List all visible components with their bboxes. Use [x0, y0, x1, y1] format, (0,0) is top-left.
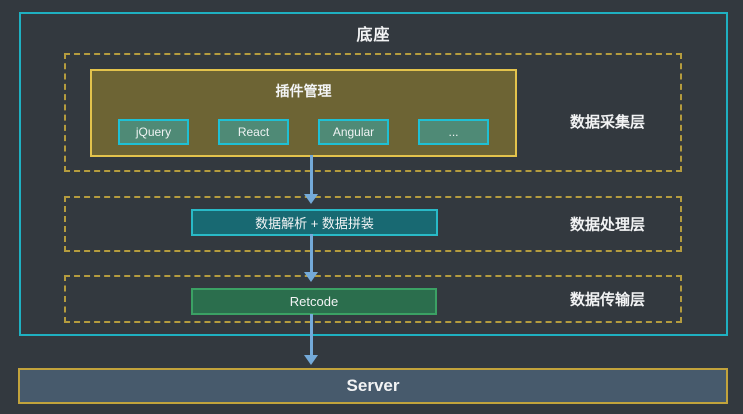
base-title: 底座	[356, 27, 391, 44]
processing-node: 数据解析 + 数据拼装	[191, 209, 438, 236]
arrow-shaft	[309, 155, 313, 194]
plugin-row: jQuery React Angular ...	[92, 119, 515, 145]
plugin-button-more: ...	[418, 119, 489, 145]
arrow-shaft	[309, 314, 313, 355]
arrow-collection-to-processing	[304, 155, 318, 204]
plugin-manager-title: 插件管理	[275, 83, 332, 99]
arrow-head-icon	[304, 272, 318, 282]
transport-node: Retcode	[191, 288, 437, 315]
layer-label-collection: 数据采集层	[569, 114, 645, 131]
plugin-button-jquery: jQuery	[118, 119, 189, 145]
arrow-transport-to-server	[304, 314, 318, 365]
layer-data-transport: Retcode 数据传输层	[64, 275, 682, 323]
layer-label-processing: 数据处理层	[569, 216, 645, 234]
layer-data-processing: 数据解析 + 数据拼装 数据处理层	[64, 196, 682, 252]
plugin-button-angular: Angular	[318, 119, 389, 145]
arrow-processing-to-transport	[304, 234, 318, 282]
base-container: 底座 插件管理 jQuery React Angular ... 数据采集层 数…	[19, 12, 728, 336]
layer-data-collection: 插件管理 jQuery React Angular ... 数据采集层	[64, 53, 682, 172]
layer-label-transport: 数据传输层	[569, 291, 645, 309]
plugin-button-react: React	[218, 119, 289, 145]
server-box: Server	[18, 368, 728, 404]
arrow-head-icon	[304, 194, 318, 204]
arrow-head-icon	[304, 355, 318, 365]
plugin-manager-box: 插件管理 jQuery React Angular ...	[90, 69, 517, 157]
arrow-shaft	[309, 234, 313, 272]
